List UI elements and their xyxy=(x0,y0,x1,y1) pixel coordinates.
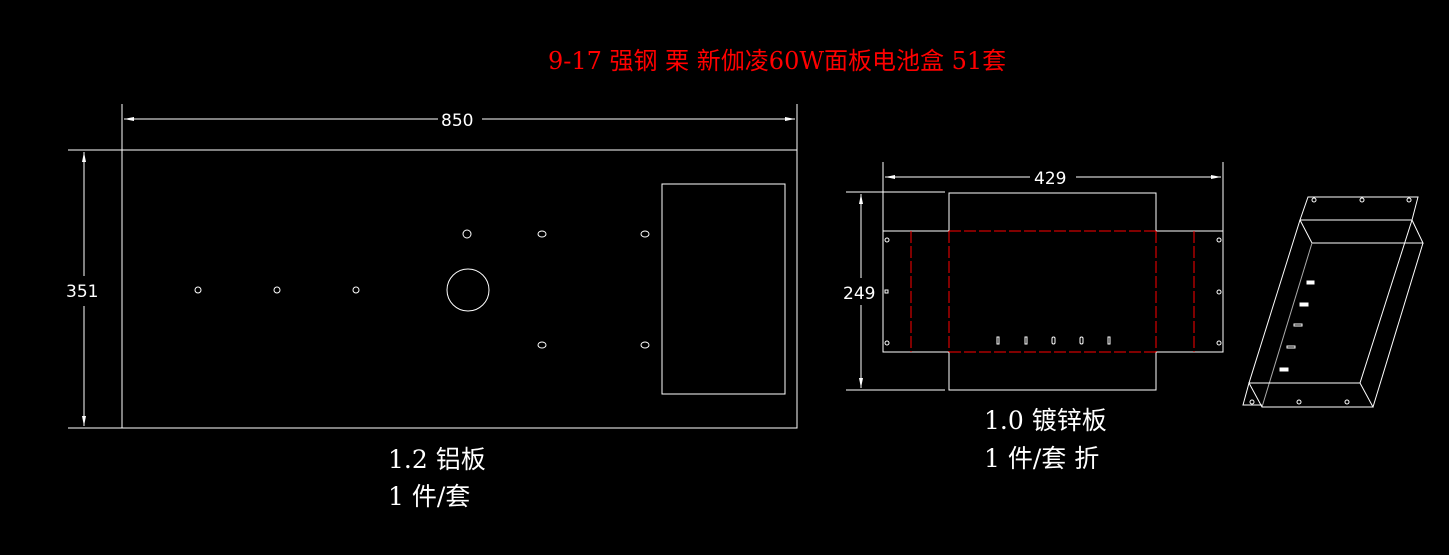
width-dimension: 429 xyxy=(1034,169,1066,189)
quantity-label: 1 件/套 xyxy=(388,482,470,511)
aluminum-panel: 850 351 1.2 铝板 1 件/套 xyxy=(66,104,798,511)
material-label: 1.0 镀锌板 xyxy=(984,406,1107,435)
height-dimension: 351 xyxy=(66,282,98,302)
drawing-title: 9-17 强钢 栗 新伽凌60W面板电池盒 51套 xyxy=(548,47,1006,75)
quantity-label: 1 件/套 折 xyxy=(984,444,1099,473)
material-label: 1.2 铝板 xyxy=(388,445,486,474)
height-dimension: 249 xyxy=(843,284,875,304)
width-dimension: 850 xyxy=(441,111,473,131)
galvanized-box-flat: 429 249 1.0 镀锌板 1 件/套 折 xyxy=(843,162,1224,473)
box-isometric-view xyxy=(1242,196,1424,408)
